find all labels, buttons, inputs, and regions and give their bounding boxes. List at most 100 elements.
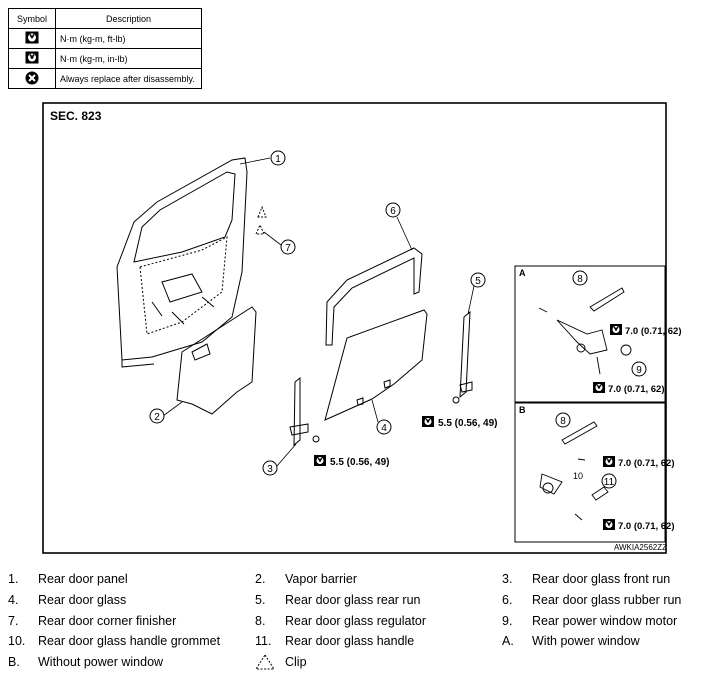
svg-text:8: 8: [577, 274, 583, 285]
diagram-frame: [42, 102, 667, 554]
svg-text:B: B: [519, 405, 526, 415]
torque-wrench-icon: [313, 454, 327, 467]
callout-3: 3: [262, 443, 297, 476]
glass-front-run: [289, 376, 320, 447]
legend-description: N·m (kg-m, in-lb): [55, 48, 202, 69]
vapor-barrier: [176, 306, 257, 415]
section-label: SEC. 823: [50, 109, 102, 123]
torque-wrench-icon: [421, 415, 435, 428]
svg-text:10: 10: [573, 471, 583, 481]
parts-row: B. Without power window Clip: [8, 654, 708, 676]
glass-rear-run: [452, 310, 473, 404]
corner-finisher-clips: [255, 205, 267, 235]
callout-8: 8: [572, 270, 588, 286]
figure-code: AWKIA2562ZZ: [614, 543, 667, 552]
part-number: A.: [502, 634, 514, 649]
part-label: Rear door glass: [38, 592, 127, 607]
callout-8-b: 8: [555, 412, 571, 428]
svg-text:5.5 (0.56, 49): 5.5 (0.56, 49): [438, 418, 497, 429]
torque-wrench-icon: [602, 518, 616, 531]
svg-text:7.0 (0.71, 62): 7.0 (0.71, 62): [625, 326, 682, 337]
part-label: Rear door panel: [38, 572, 128, 586]
glass-rubber-run: [325, 247, 423, 346]
torque-wrench-ft-lb-icon: [25, 31, 39, 44]
parts-row: 10.Rear door glass handle grommet 11.Rea…: [8, 634, 708, 655]
part-number: 5.: [255, 592, 266, 607]
callout-10: 10: [573, 471, 583, 481]
callout-4: 4: [371, 399, 392, 435]
svg-text:4: 4: [381, 423, 387, 434]
svg-text:7: 7: [285, 243, 291, 254]
part-label: Rear door glass rubber run: [532, 592, 682, 607]
svg-text:2: 2: [154, 412, 160, 423]
part-label: Vapor barrier: [285, 572, 358, 586]
legend-symbol-cell: [8, 28, 56, 49]
svg-text:A: A: [519, 268, 526, 278]
parts-row: 7. Rear door corner finisher 8. Rear door …: [8, 614, 708, 635]
part-label: Rear door glass handle grommet: [38, 634, 221, 649]
legend-header-description: Description: [55, 8, 202, 29]
legend-symbol-cell: [8, 68, 56, 89]
part-label: Rear power window motor: [532, 613, 678, 628]
inset-a: A 8 9 7.0 (0.71, 62) 7.0 (0.71, 62): [514, 265, 682, 403]
svg-text:5.5 (0.56, 49): 5.5 (0.56, 49): [330, 457, 389, 468]
torque-wrench-icon: [609, 323, 623, 336]
callout-7: 7: [263, 231, 296, 255]
torque-rear-run: 5.5 (0.56, 49): [421, 415, 497, 429]
callout-5: 5: [467, 272, 486, 315]
part-number: 8.: [255, 613, 266, 628]
callout-6: 6: [385, 202, 413, 251]
torque-b-regulator-2: 7.0 (0.71, 62): [602, 518, 675, 532]
part-number: 3.: [502, 572, 513, 586]
part-number: 10.: [8, 634, 26, 649]
legend-description: Always replace after disassembly.: [55, 68, 202, 89]
legend-description: N·m (kg-m, ft-lb): [55, 28, 202, 49]
clip-icon: [255, 654, 275, 670]
legend-header-symbol: Symbol: [8, 8, 56, 29]
part-label: Without power window: [38, 655, 164, 670]
callout-2: 2: [149, 401, 183, 424]
torque-a-motor: 7.0 (0.71, 62): [592, 381, 665, 395]
inset-b: B 8 10 11 7.0 (0.71, 62) 7.0 (0.71, 62): [514, 402, 675, 543]
part-label: Clip: [285, 655, 307, 670]
torque-wrench-in-lb-icon: [25, 51, 39, 64]
part-number: 6.: [502, 592, 513, 607]
svg-text:8: 8: [560, 416, 566, 427]
part-number: 4.: [8, 592, 19, 607]
svg-text:7.0 (0.71, 62): 7.0 (0.71, 62): [618, 521, 675, 532]
part-label: With power window: [532, 634, 640, 649]
door-glass-exploded-diagram: SEC. 823 1: [42, 102, 682, 554]
svg-text:9: 9: [636, 365, 642, 376]
rear-door-glass: [324, 309, 428, 421]
callout-1: 1: [239, 150, 286, 166]
svg-text:5: 5: [475, 276, 481, 287]
part-label: Rear door glass regulator: [285, 613, 427, 628]
svg-text:3: 3: [267, 464, 273, 475]
parts-row: 1.Rear door panel 2.Vapor barrier 3.Rear…: [8, 572, 708, 593]
parts-row: 4. Rear door glass 5. Rear door glass rear…: [8, 593, 708, 614]
torque-a-regulator: 7.0 (0.71, 62): [609, 323, 682, 337]
part-number: 7.: [8, 613, 19, 628]
part-number: 9.: [502, 613, 513, 628]
part-number: B.: [8, 655, 20, 670]
svg-text:6: 6: [390, 206, 396, 217]
part-label: Rear door corner finisher: [38, 613, 177, 628]
part-label: Rear door glass rear run: [285, 592, 421, 607]
torque-front-run: 5.5 (0.56, 49): [313, 454, 389, 468]
parts-list: 1.Rear door panel 2.Vapor barrier 3.Rear…: [8, 572, 708, 676]
callout-9: 9: [631, 361, 647, 377]
svg-text:7.0 (0.71, 62): 7.0 (0.71, 62): [608, 384, 665, 395]
symbol-legend-table: Symbol Description N·m (kg-m, ft-lb) N·m…: [8, 8, 202, 89]
part-number: 2.: [255, 572, 266, 586]
svg-text:7.0 (0.71, 62): 7.0 (0.71, 62): [618, 458, 675, 469]
legend-symbol-cell: [8, 48, 56, 69]
svg-text:11: 11: [604, 477, 615, 488]
svg-text:1: 1: [275, 154, 281, 165]
always-replace-icon: [25, 71, 39, 84]
torque-wrench-icon: [592, 381, 606, 394]
part-number: 11.: [255, 634, 272, 649]
rear-door-panel: [116, 157, 248, 368]
torque-b-regulator-1: 7.0 (0.71, 62): [602, 455, 675, 469]
part-label: Rear door glass front run: [532, 572, 671, 586]
torque-wrench-icon: [602, 455, 616, 468]
